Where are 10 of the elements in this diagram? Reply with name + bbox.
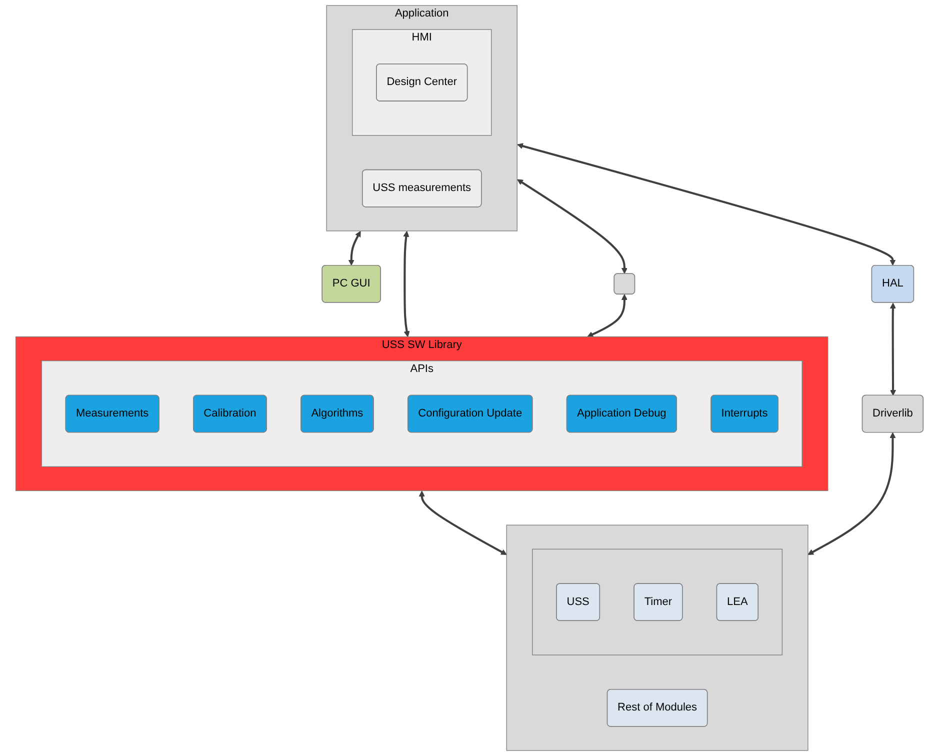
- arrow: [418, 490, 507, 555]
- arrow: [587, 294, 628, 338]
- arrow: [517, 143, 896, 266]
- arrow: [808, 432, 896, 555]
- arrow: [890, 302, 896, 396]
- cluster: [506, 524, 808, 751]
- arrow: [348, 230, 361, 266]
- cluster: [532, 548, 783, 656]
- arrow: [403, 230, 410, 338]
- arrow: [517, 179, 628, 274]
